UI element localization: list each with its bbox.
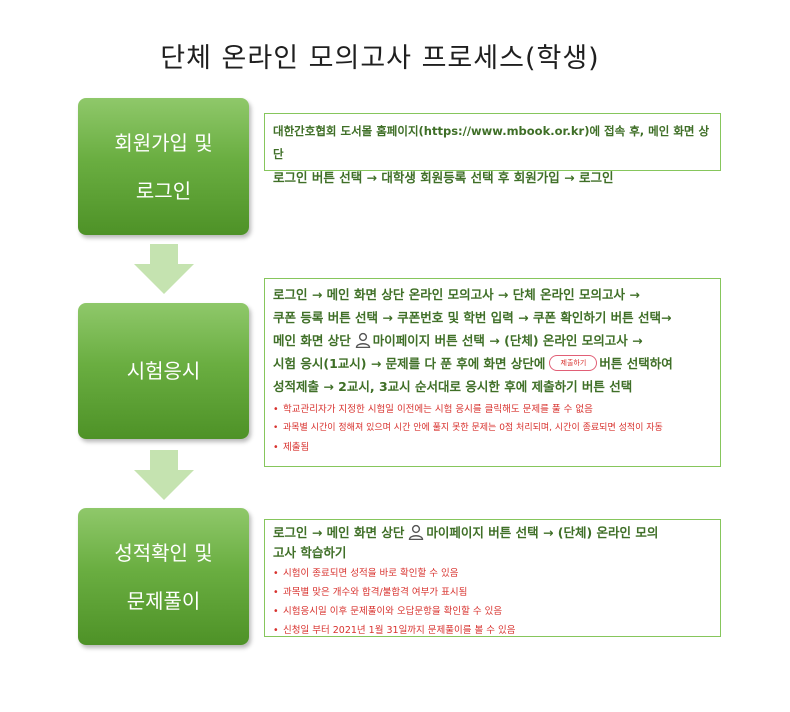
results-note-3: 시험응시일 이후 문제풀이와 오답문항을 확인할 수 있음 bbox=[273, 602, 712, 621]
exam-desc-line5: 성적제출 → 2교시, 3교시 순서대로 응시한 후에 제출하기 버튼 선택 bbox=[273, 379, 633, 394]
exam-note-3: 제출됨 bbox=[273, 438, 712, 457]
step-signup-label-line2: 로그인 bbox=[135, 178, 192, 203]
page-title: 단체 온라인 모의고사 프로세스(학생) bbox=[160, 43, 600, 74]
results-note-1: 시험이 종료되면 성적을 바로 확인할 수 있음 bbox=[273, 564, 712, 583]
results-desc-line2: 고사 학습하기 bbox=[273, 545, 347, 560]
person-icon bbox=[409, 524, 424, 540]
exam-desc-line4-pre: 시험 응시(1교시) → 문제를 다 푼 후에 화면 상단에 bbox=[273, 356, 546, 371]
step-exam-description: 로그인 → 메인 화면 상단 온라인 모의고사 → 단체 온라인 모의고사 → … bbox=[264, 278, 721, 467]
step-signup-label-line1: 회원가입 및 bbox=[114, 130, 213, 155]
exam-note-1: 학교관리자가 지정한 시험일 이전에는 시험 응시를 클릭해도 문제를 풀 수 … bbox=[273, 400, 712, 419]
exam-note-2: 과목별 시간이 정해져 있으며 시간 안에 풀지 못한 문제는 0점 처리되며,… bbox=[273, 419, 712, 438]
down-arrow bbox=[134, 450, 194, 500]
exam-desc-line3: 메인 화면 상단 마이페이지 버튼 선택 → (단체) 온라인 모의고사 → bbox=[273, 329, 712, 352]
exam-desc-line2: 쿠폰 등록 버튼 선택 → 쿠폰번호 및 학번 입력 → 쿠폰 확인하기 버튼 … bbox=[273, 310, 672, 325]
results-desc-line1-pre: 로그인 → 메인 화면 상단 bbox=[273, 525, 405, 540]
results-desc-line1-post: 마이페이지 버튼 선택 → (단체) 온라인 모의 bbox=[426, 525, 659, 540]
signup-desc-line2: 로그인 버튼 선택 → 대학생 회원등록 선택 후 회원가입 → 로그인 bbox=[273, 170, 614, 185]
step-signup-description: 대한간호협회 도서몰 홈페이지(https://www.mbook.or.kr)… bbox=[264, 113, 721, 185]
results-note-4: 신청일 부터 2021년 1월 31일까지 문제풀이를 볼 수 있음 bbox=[273, 621, 712, 640]
step-exam: 시험응시 bbox=[78, 303, 249, 439]
exam-desc-line4-post: 버튼 선택하여 bbox=[599, 356, 673, 371]
results-notes: 시험이 종료되면 성적을 바로 확인할 수 있음 과목별 맞은 개수와 합격/불… bbox=[273, 564, 712, 640]
submit-button-graphic: 제출하기 bbox=[549, 355, 598, 371]
down-arrow bbox=[134, 244, 194, 294]
step-results-label-line1: 성적확인 및 bbox=[114, 540, 213, 565]
step-results-review: 성적확인 및 문제풀이 bbox=[78, 508, 249, 645]
step-results-label-line2: 문제풀이 bbox=[126, 588, 201, 613]
signup-desc-line1: 대한간호협회 도서몰 홈페이지(https://www.mbook.or.kr)… bbox=[273, 124, 710, 161]
results-desc-line1: 로그인 → 메인 화면 상단 마이페이지 버튼 선택 → (단체) 온라인 모의 bbox=[273, 522, 712, 544]
exam-desc-line1: 로그인 → 메인 화면 상단 온라인 모의고사 → 단체 온라인 모의고사 → bbox=[273, 287, 640, 302]
exam-notes: 학교관리자가 지정한 시험일 이전에는 시험 응시를 클릭해도 문제를 풀 수 … bbox=[273, 400, 712, 457]
results-note-2: 과목별 맞은 개수와 합격/불합격 여부가 표시됨 bbox=[273, 583, 712, 602]
exam-desc-line3-pre: 메인 화면 상단 bbox=[273, 333, 351, 348]
step-exam-label: 시험응시 bbox=[126, 359, 201, 383]
exam-desc-line3-post: 마이페이지 버튼 선택 → (단체) 온라인 모의고사 → bbox=[372, 333, 643, 348]
person-icon bbox=[355, 332, 370, 348]
step-signup-login: 회원가입 및 로그인 bbox=[78, 98, 249, 235]
